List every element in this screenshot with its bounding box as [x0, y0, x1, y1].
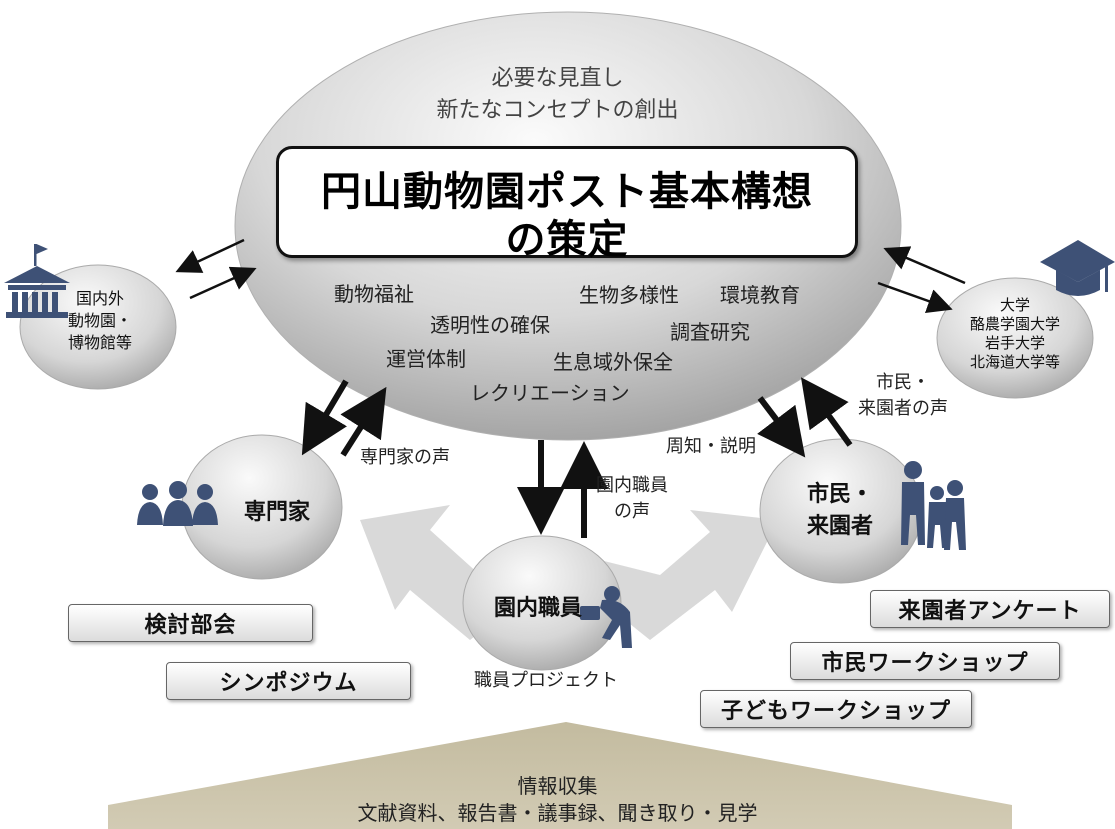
- staff-voice-line-1: 園内職員: [596, 475, 668, 496]
- citizens-line-1: 市民・: [806, 482, 873, 507]
- keyword-management: 運営体制: [386, 347, 466, 371]
- graduation-cap-icon: [1040, 240, 1115, 296]
- keyword-ex-situ-conservation: 生息域外保全: [553, 350, 673, 374]
- citizen-voice-line-2: 来園者の声: [858, 398, 948, 419]
- symposium-box: シンポジウム: [166, 662, 411, 700]
- staff-worker-icon: [580, 586, 632, 648]
- universities-ellipse: [936, 277, 1094, 399]
- citizen-voice-label: 市民・ 来園者の声: [858, 370, 948, 422]
- main-title-box: 円山動物園ポスト基本構想 の策定: [276, 146, 858, 263]
- main-title-line-1: 円山動物園ポスト基本構想: [321, 169, 813, 215]
- arrow-main-to-citizens: [757, 396, 806, 458]
- arrow-main-to-experts: [301, 379, 349, 456]
- arrow-univ-to-main: [883, 246, 966, 285]
- citizen-workshop-box: 市民ワークショップ: [790, 642, 1060, 680]
- expert-voice-label: 専門家の声: [360, 447, 450, 468]
- arrow-citizens-to-main: [800, 377, 853, 447]
- citizens-node-label: 市民・ 来園者: [790, 479, 890, 543]
- univ-line-1: 大学: [999, 296, 1030, 314]
- header-line-1: 必要な見直し: [491, 66, 624, 91]
- kids-workshop-box: 子どもワークショップ: [700, 690, 972, 728]
- keyword-biodiversity: 生物多様性: [579, 283, 679, 307]
- keyword-environmental-education: 環境教育: [720, 283, 800, 307]
- arrow-zoos-to-main: [189, 266, 257, 300]
- citizen-voice-line-1: 市民・: [876, 372, 930, 393]
- study-group-box: 検討部会: [68, 604, 313, 642]
- zoos-line-3: 博物館等: [67, 333, 132, 352]
- zoos-ellipse: [19, 264, 177, 390]
- base-line-1: 情報収集: [517, 774, 598, 798]
- base-line-2: 文献資料、報告書・議事録、聞き取り・見学: [357, 801, 758, 825]
- univ-line-4: 北海道大学等: [969, 353, 1060, 371]
- experts-node-label: 専門家: [243, 500, 310, 525]
- univ-line-3: 岩手大学: [984, 334, 1045, 352]
- zoos-line-2: 動物園・: [67, 311, 132, 330]
- arrow-main-to-zoos: [175, 238, 245, 273]
- zoos-line-1: 国内外: [75, 289, 124, 308]
- museum-icon: [4, 244, 70, 318]
- staff-ellipse: [462, 535, 622, 671]
- keyword-recreation: レクリエーション: [470, 381, 630, 405]
- staff-project-label: 職員プロジェクト: [474, 670, 618, 691]
- staff-node-label: 園内職員: [493, 596, 582, 621]
- citizens-family-icon: [901, 461, 966, 550]
- keyword-animal-welfare: 動物福祉: [334, 282, 414, 306]
- keyword-transparency: 透明性の確保: [430, 313, 550, 337]
- experts-people-icon: [137, 481, 218, 526]
- survey-box: 来園者アンケート: [870, 590, 1110, 628]
- arrow-experts-to-main: [340, 386, 387, 457]
- staff-voice-label: 園内職員 の声: [596, 473, 668, 525]
- univ-line-2: 酪農学園大学: [969, 315, 1060, 333]
- big-arrow-right: [600, 510, 778, 640]
- staff-voice-line-2: の声: [614, 501, 650, 522]
- zoos-node-label: 国内外 動物園・ 博物館等: [45, 288, 155, 354]
- base-band: [108, 722, 1012, 829]
- citizens-line-2: 来園者: [806, 514, 873, 539]
- notice-label: 周知・説明: [666, 436, 756, 457]
- keyword-research: 調査研究: [670, 320, 750, 344]
- main-title-line-2: の策定: [505, 217, 629, 263]
- arrow-main-to-univ: [877, 281, 953, 314]
- header-line-2: 新たなコンセプトの創出: [436, 98, 679, 123]
- universities-node-label: 大学 酪農学園大学 岩手大学 北海道大学等: [950, 296, 1080, 372]
